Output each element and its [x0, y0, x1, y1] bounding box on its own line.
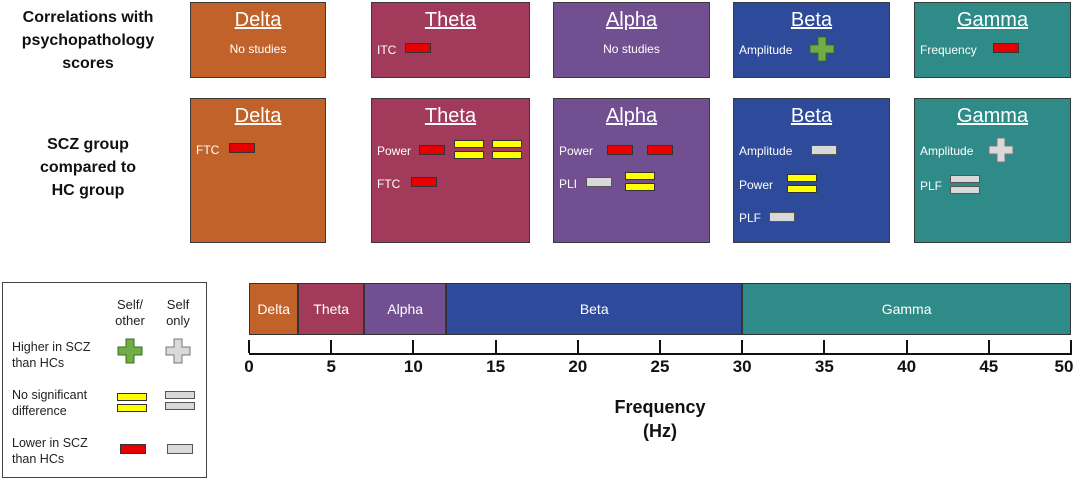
band-title: Delta — [234, 105, 282, 127]
lower-marker — [229, 143, 255, 153]
legend-lower-red-marker — [120, 444, 146, 454]
higher-green-plus-icon — [809, 36, 835, 62]
band-title: Beta — [790, 9, 833, 31]
x-tick-label: 40 — [897, 357, 917, 376]
scale-segment-alpha: Alpha — [364, 283, 447, 335]
corr-alpha-box: Alpha No studies — [553, 2, 710, 78]
measure-label: FTC — [377, 177, 401, 191]
measure-label: Amplitude — [739, 43, 793, 57]
x-tick — [1070, 340, 1072, 353]
x-tick-label: 25 — [650, 357, 670, 376]
lower-self-only-marker — [811, 145, 837, 155]
legend-no-diff-grey-marker — [165, 391, 195, 411]
measure-label: Frequency — [920, 43, 977, 57]
x-tick — [576, 340, 579, 353]
band-title: Gamma — [956, 105, 1029, 127]
no-diff-yellow-marker — [625, 172, 655, 192]
lower-marker — [607, 145, 633, 155]
x-tick-label: 10 — [403, 357, 423, 376]
measure-label: ITC — [377, 43, 397, 57]
x-tick — [248, 340, 250, 353]
x-axis-line — [249, 353, 1072, 355]
lower-marker — [419, 145, 445, 155]
band-title: Alpha — [605, 105, 658, 127]
x-tick-label: 50 — [1054, 357, 1074, 376]
lower-marker — [993, 43, 1019, 53]
lower-marker — [411, 177, 437, 187]
x-tick-label: 35 — [814, 357, 834, 376]
group-alpha-box: Alpha Power PLI — [553, 98, 710, 243]
band-title: Beta — [790, 105, 833, 127]
corr-beta-box: Beta Amplitude — [733, 2, 890, 78]
x-tick — [987, 340, 990, 353]
legend-col-self-other: Self/other — [115, 297, 145, 328]
band-title: Alpha — [605, 9, 658, 31]
corr-delta-box: Delta No studies — [190, 2, 326, 78]
measure-label: PLI — [559, 177, 578, 191]
x-tick — [494, 340, 497, 353]
legend-grey-plus-icon — [165, 338, 191, 364]
x-tick — [741, 340, 744, 353]
group-delta-box: Delta FTC — [190, 98, 326, 243]
x-tick-label: 20 — [568, 357, 588, 376]
x-tick — [412, 340, 415, 353]
x-tick-label: 5 — [326, 357, 336, 376]
measure-label: PLF — [920, 179, 943, 193]
no-diff-yellow-marker — [454, 140, 484, 160]
x-tick-label: 15 — [486, 357, 506, 376]
legend-lower-grey-marker — [167, 444, 193, 454]
group-beta-box: Beta Amplitude Power PLF — [733, 98, 890, 243]
x-axis-title: Frequency (Hz) — [614, 397, 706, 441]
corr-theta-box: Theta ITC — [371, 2, 530, 78]
band-title: Theta — [424, 105, 477, 127]
scale-segment-theta: Theta — [298, 283, 365, 335]
x-tick — [905, 340, 908, 353]
no-diff-grey-marker — [950, 175, 980, 195]
measure-label: FTC — [196, 143, 220, 157]
no-studies-note: No studies — [603, 42, 660, 56]
measure-label: Amplitude — [920, 144, 974, 158]
no-studies-note: No studies — [229, 42, 287, 56]
row-label-correlations: Correlations with psychopathology scores — [21, 9, 155, 72]
scale-segment-beta: Beta — [446, 283, 743, 335]
measure-label: Power — [739, 178, 774, 192]
group-gamma-box: Gamma Amplitude PLF — [914, 98, 1071, 243]
lower-marker — [647, 145, 673, 155]
x-tick-label: 30 — [732, 357, 752, 376]
legend-green-plus-icon — [117, 338, 143, 364]
no-diff-yellow-marker — [787, 174, 817, 194]
band-title: Gamma — [956, 9, 1029, 31]
lower-self-only-marker — [769, 212, 795, 222]
band-title: Theta — [424, 9, 477, 31]
x-tick — [659, 340, 661, 353]
x-tick-label: 0 — [244, 357, 254, 376]
row-label-group: SCZ group compared to HC group — [39, 136, 136, 199]
scale-segment-delta: Delta — [249, 283, 299, 335]
lower-self-only-marker — [586, 177, 612, 187]
scale-segment-gamma: Gamma — [742, 283, 1071, 335]
measure-label: Power — [377, 144, 412, 158]
corr-gamma-box: Gamma Frequency — [914, 2, 1071, 78]
x-tick — [330, 340, 333, 353]
band-title: Delta — [234, 9, 282, 31]
lower-marker — [405, 43, 431, 53]
measure-label: PLF — [739, 211, 762, 225]
x-tick-label: 45 — [979, 357, 999, 376]
higher-grey-plus-icon — [988, 137, 1014, 163]
group-theta-box: Theta Power FTC — [371, 98, 530, 243]
measure-label: Amplitude — [739, 144, 793, 158]
no-diff-yellow-marker — [492, 140, 522, 160]
measure-label: Power — [559, 144, 594, 158]
x-tick — [823, 340, 826, 353]
legend-no-diff-yellow-marker — [117, 393, 147, 413]
